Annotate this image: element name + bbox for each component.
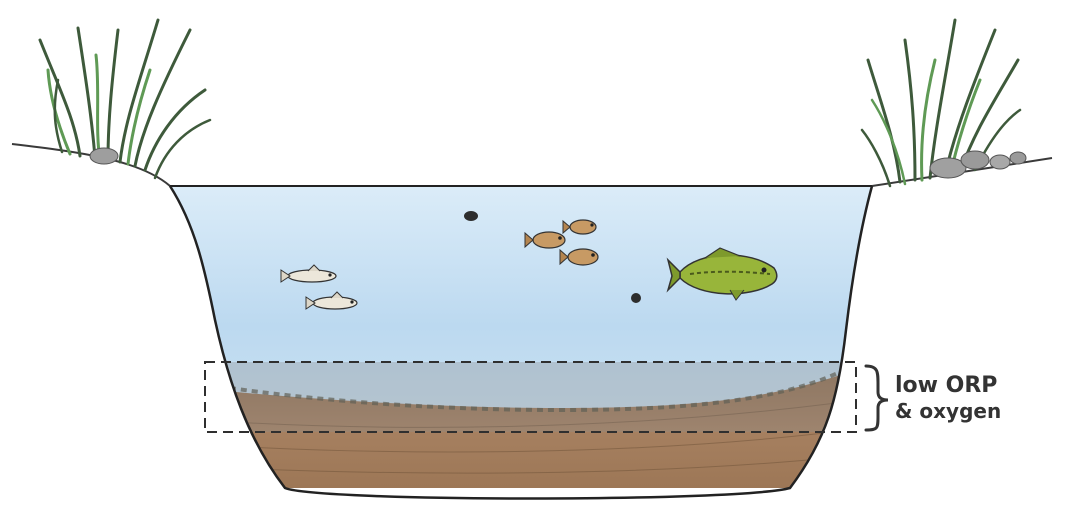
left-reed-grass-icon	[40, 20, 210, 178]
floating-debris-1	[464, 211, 478, 221]
left-rock	[90, 148, 118, 164]
pond-basin	[160, 186, 880, 500]
zone-bracket	[866, 366, 888, 430]
zone-label-line2: & oxygen	[895, 399, 1001, 423]
floating-debris-2	[631, 293, 641, 303]
zone-label-line1: low ORP	[895, 373, 997, 398]
low-oxygen-zone-shade	[160, 362, 880, 432]
